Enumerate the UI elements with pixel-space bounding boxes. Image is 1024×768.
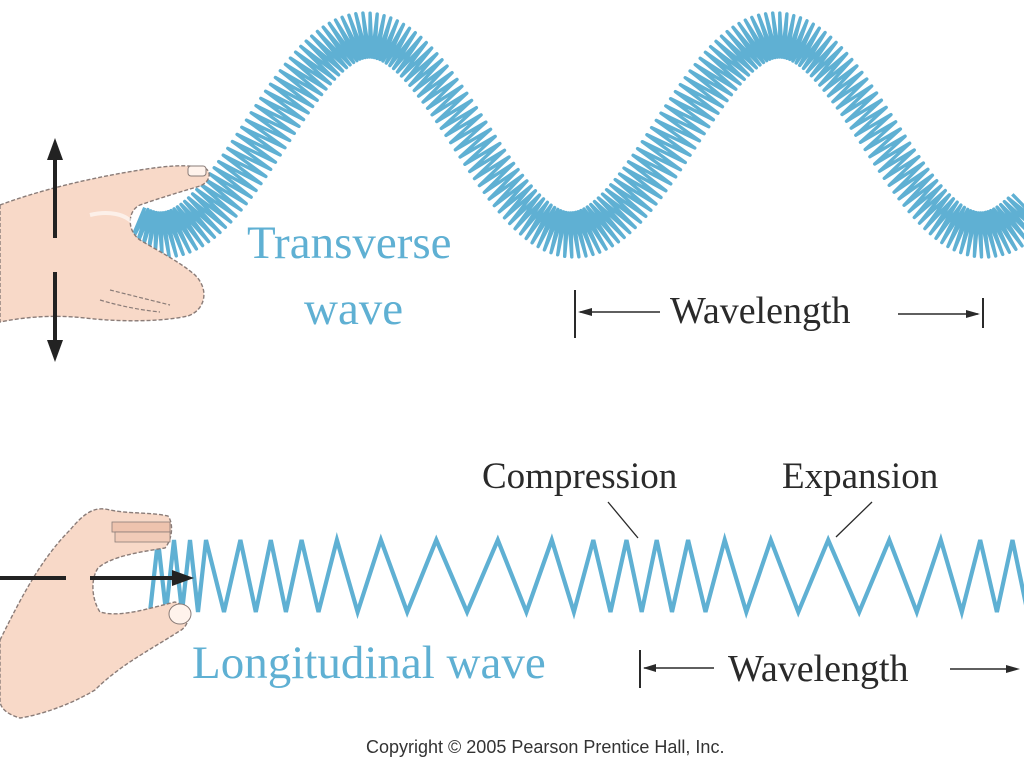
longitudinal-wavelength-bracket: [639, 650, 1020, 688]
horizontal-arrow-icon: [0, 570, 194, 586]
longitudinal-hand: [0, 508, 192, 719]
transverse-wave-title-line1: Transverse: [247, 217, 452, 269]
longitudinal-wave-title: Longitudinal wave: [192, 637, 546, 689]
expansion-label: Expansion: [782, 456, 939, 497]
transverse-wavelength-label: Wavelength: [670, 290, 851, 332]
vertical-double-arrow-icon: [47, 138, 63, 362]
compression-pointer: [607, 501, 639, 539]
transverse-hand: [0, 165, 210, 323]
compression-label: Compression: [482, 456, 678, 497]
transverse-wavelength-bracket: [574, 290, 984, 338]
transverse-spring: [126, 11, 1024, 259]
expansion-pointer: [835, 501, 873, 538]
longitudinal-spring: [147, 531, 1024, 620]
longitudinal-wavelength-label: Wavelength: [728, 648, 909, 690]
copyright-notice: Copyright © 2005 Pearson Prentice Hall, …: [366, 737, 725, 757]
transverse-wave-title-line2: wave: [304, 283, 404, 335]
